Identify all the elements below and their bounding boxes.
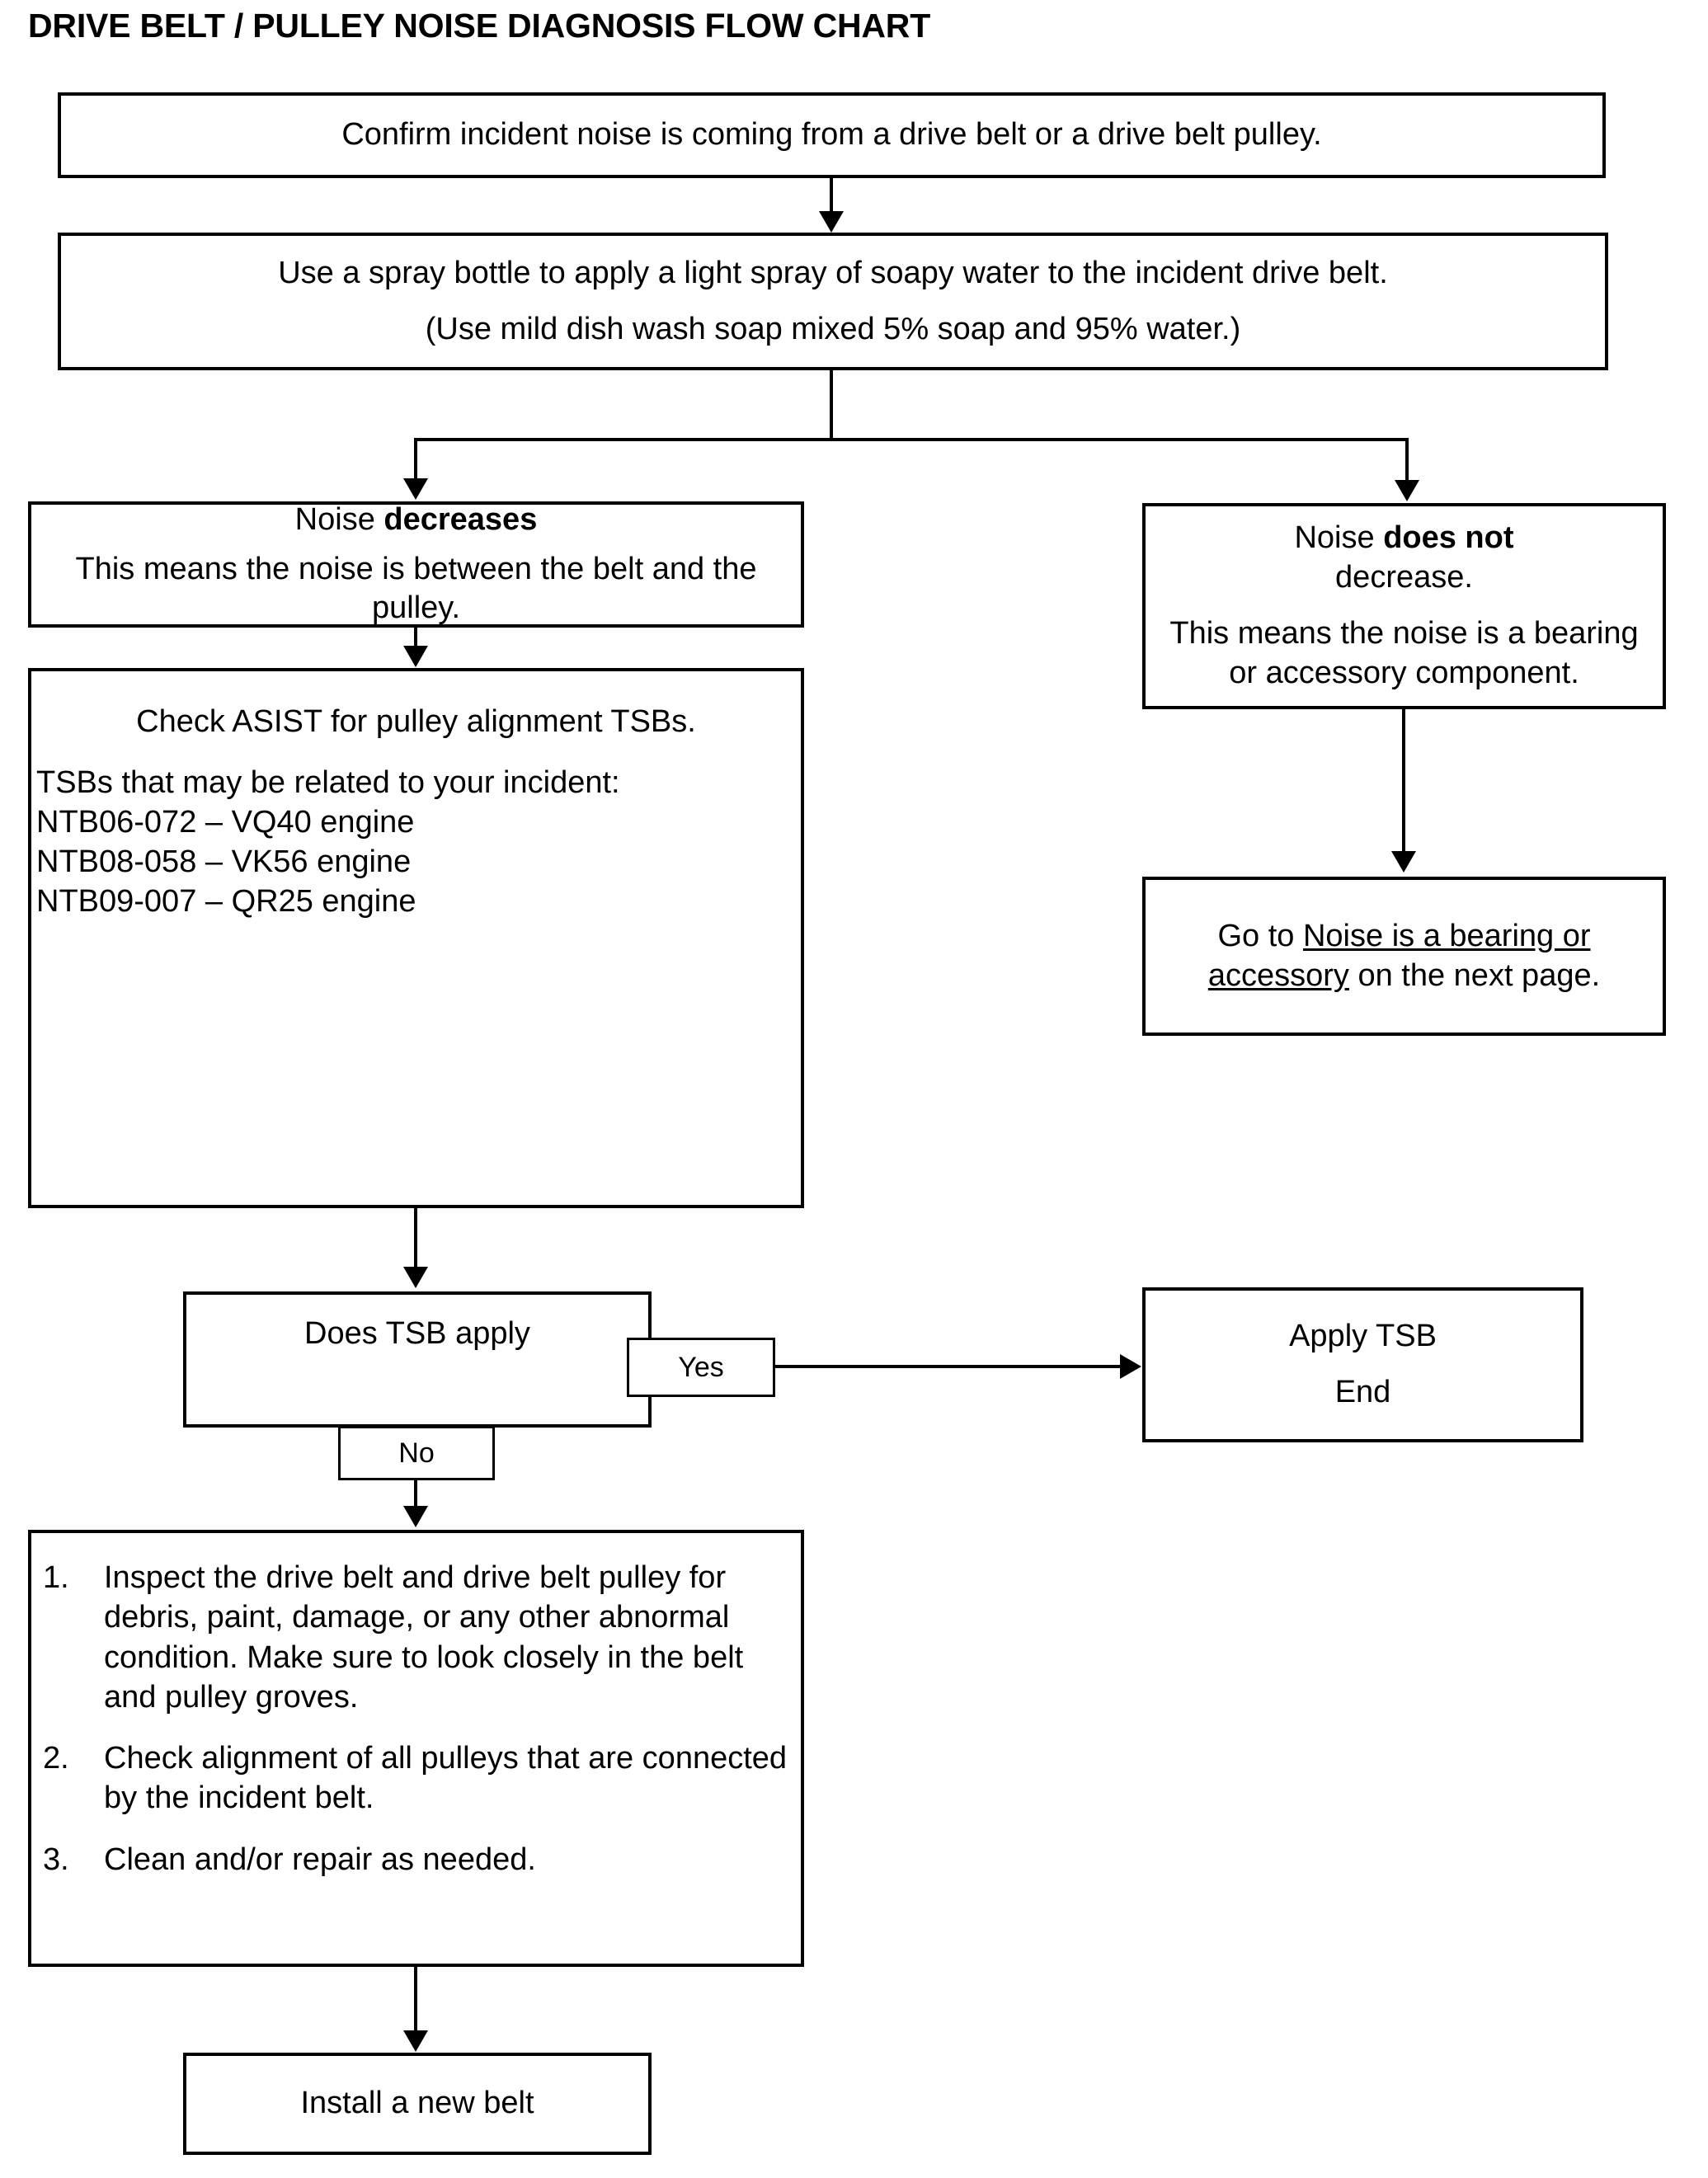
connector-asist-to-decision — [414, 1208, 417, 1269]
connector-inspect-to-install — [414, 1967, 417, 2033]
list-item-text: Clean and/or repair as needed. — [104, 1842, 536, 1877]
node-check-asist-heading: Check ASIST for pulley alignment TSBs. — [136, 704, 696, 739]
connector-confirm-to-spray — [830, 178, 833, 214]
list-item-marker: 1. — [43, 1560, 69, 1595]
node-check-asist-tsbs: Check ASIST for pulley alignment TSBs. T… — [28, 668, 804, 1208]
node-noise-decreases-heading-prefix: Noise — [294, 501, 384, 537]
list-item: 3. Clean and/or repair as needed. — [43, 1840, 789, 1879]
node-check-asist-intro: TSBs that may be related to your inciden… — [36, 764, 620, 800]
list-item-marker: 2. — [43, 1741, 69, 1776]
node-confirm-noise-source: Confirm incident noise is coming from a … — [58, 92, 1606, 178]
arrowhead-yes-to-apply-tsb — [1120, 1354, 1141, 1379]
list-item-text: Check alignment of all pulleys that are … — [104, 1741, 788, 1816]
connector-branch-right-drop — [1405, 438, 1409, 482]
inspect-steps-list: 1. Inspect the drive belt and drive belt… — [31, 1558, 801, 1879]
node-go-to-next-page-suffix: on the next page. — [1348, 957, 1601, 993]
arrowhead-no-to-inspect — [403, 1506, 428, 1527]
list-item-marker: 3. — [43, 1842, 69, 1877]
connector-yes-to-apply-tsb — [775, 1365, 1122, 1368]
arrowhead-confirm-to-spray — [819, 211, 844, 233]
node-apply-soapy-water: Use a spray bottle to apply a light spra… — [58, 233, 1608, 370]
node-noise-decreases-body: This means the noise is between the belt… — [75, 551, 757, 626]
node-noise-decreases: Noise decreases This means the noise is … — [28, 501, 804, 628]
node-check-asist-tsb-block: TSBs that may be related to your inciden… — [31, 764, 801, 922]
node-noise-does-not-decrease-heading-emphasis: does not — [1383, 520, 1514, 556]
node-check-asist-tsb-1: NTB06-072 – VQ40 engine — [36, 804, 415, 840]
edge-label-yes-text: Yes — [678, 1351, 724, 1383]
node-inspect-steps: 1. Inspect the drive belt and drive belt… — [28, 1530, 804, 1967]
arrowhead-branch-right — [1395, 480, 1419, 501]
list-item: 1. Inspect the drive belt and drive belt… — [43, 1558, 789, 1717]
connector-decreases-to-asist — [414, 628, 417, 649]
connector-notdecrease-to-goto — [1402, 709, 1405, 854]
node-confirm-noise-text: Confirm incident noise is coming from a … — [341, 117, 1322, 153]
list-item-text: Inspect the drive belt and drive belt pu… — [104, 1560, 744, 1715]
arrowhead-branch-left — [403, 478, 428, 500]
node-go-to-next-page-link[interactable]: Noise is a bearing or accessory — [1207, 918, 1591, 993]
node-apply-tsb-end: Apply TSB End — [1142, 1287, 1583, 1442]
arrowhead-inspect-to-install — [403, 2030, 428, 2052]
node-noise-does-not-decrease-heading-suffix: decrease. — [1335, 560, 1473, 595]
arrowhead-notdecrease-to-goto — [1391, 851, 1416, 873]
connector-no-to-inspect — [414, 1480, 417, 1510]
node-apply-tsb-line1: Apply TSB — [1289, 1319, 1437, 1354]
page-title: DRIVE BELT / PULLEY NOISE DIAGNOSIS FLOW… — [28, 7, 931, 45]
node-noise-decreases-heading: Noise decreases — [31, 501, 801, 540]
node-go-to-next-page-text: Go to Noise is a bearing or accessory on… — [1146, 917, 1663, 996]
node-go-to-next-page-prefix: Go to — [1217, 918, 1303, 953]
node-decision-question: Does TSB apply — [304, 1316, 530, 1351]
list-item: 2. Check alignment of all pulleys that a… — [43, 1738, 789, 1818]
node-check-asist-tsb-2: NTB08-058 – VK56 engine — [36, 844, 412, 879]
edge-label-yes: Yes — [627, 1338, 775, 1397]
node-decision-does-tsb-apply: Does TSB apply — [183, 1291, 652, 1428]
node-install-new-belt: Install a new belt — [183, 2053, 652, 2155]
node-apply-tsb-line2: End — [1334, 1375, 1391, 1409]
arrowhead-decreases-to-asist — [403, 646, 428, 667]
connector-branch-left-drop — [414, 438, 417, 481]
node-go-to-next-page: Go to Noise is a bearing or accessory on… — [1142, 877, 1666, 1036]
arrowhead-asist-to-decision — [403, 1267, 428, 1288]
node-noise-does-not-decrease: Noise does not decrease. This means the … — [1142, 503, 1666, 709]
node-noise-decreases-heading-emphasis: decreases — [383, 501, 538, 537]
node-check-asist-tsb-3: NTB09-007 – QR25 engine — [36, 883, 416, 919]
node-install-new-belt-text: Install a new belt — [300, 2086, 534, 2121]
edge-label-no-text: No — [398, 1437, 435, 1469]
connector-branch-bar — [414, 438, 1409, 441]
node-noise-does-not-decrease-heading-prefix: Noise — [1294, 520, 1384, 556]
node-apply-soapy-water-line2: (Use mild dish wash soap mixed 5% soap a… — [425, 311, 1241, 346]
edge-label-no: No — [338, 1426, 495, 1480]
node-noise-does-not-decrease-body: This means the noise is a bearing or acc… — [1169, 616, 1639, 690]
connector-spray-stem — [830, 370, 833, 441]
node-noise-does-not-decrease-heading: Noise does not — [1146, 519, 1663, 558]
node-apply-soapy-water-line1: Use a spray bottle to apply a light spra… — [278, 255, 1388, 290]
